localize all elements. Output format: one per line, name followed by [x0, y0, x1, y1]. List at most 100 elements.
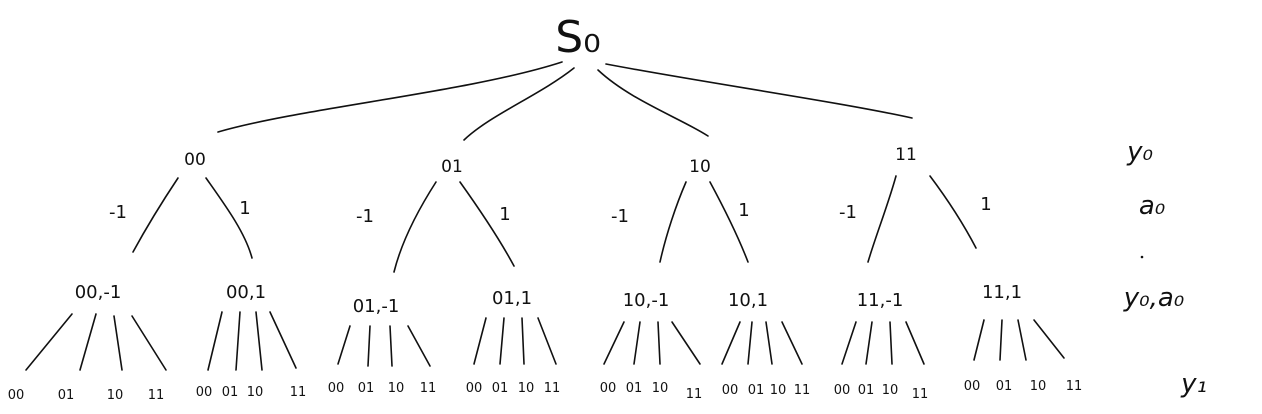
level2-node-01-pos: 01,1	[492, 288, 532, 309]
edge-00-right	[205, 177, 253, 259]
leaf-edge	[25, 313, 73, 371]
leaf-label: 00	[466, 381, 483, 396]
leaf-edge	[999, 319, 1003, 361]
leaf-edge	[367, 325, 371, 367]
leaf-label: 10	[652, 381, 669, 396]
leaf-edge	[389, 325, 393, 367]
leaf-label: 11	[420, 381, 437, 396]
leaf-label: 00	[8, 388, 25, 403]
leaf-label: 11	[544, 381, 561, 396]
leaf-edge	[235, 311, 241, 371]
leaf-edge	[269, 311, 297, 369]
leaf-edge	[841, 321, 857, 365]
level2-node-01-neg: 01,-1	[353, 296, 400, 317]
leaf-edges	[25, 311, 1065, 371]
level2-node-10-neg: 10,-1	[623, 290, 670, 311]
leaf-label: 10	[1030, 379, 1047, 394]
edge-label-01-left: -1	[356, 206, 374, 227]
leaf-edge	[671, 321, 701, 365]
leaf-label: 00	[600, 381, 617, 396]
leaf-label: 10	[107, 388, 124, 403]
leaf-edge	[407, 325, 431, 367]
edge-label-01-right: 1	[499, 204, 510, 225]
leaf-label: 01	[492, 381, 509, 396]
level2-node-10-pos: 10,1	[728, 290, 768, 311]
leaf-edge	[499, 317, 505, 365]
leaf-label: 11	[912, 387, 929, 402]
edge-11-right	[929, 175, 977, 249]
edge-10-right	[709, 181, 749, 263]
level2-nodes: 00,-1 00,1 01,-1 01,1 10,-1 10,1 11,-1 1…	[75, 282, 1022, 317]
stray-dot	[1140, 255, 1144, 259]
leaf-label: 00	[722, 383, 739, 398]
edge-01-right	[459, 181, 515, 267]
leaf-label: 00	[834, 383, 851, 398]
leaf-edge	[973, 319, 985, 361]
leaf-edge	[905, 321, 925, 365]
leaf-label: 11	[1066, 379, 1083, 394]
root-node-label: S₀	[555, 12, 601, 63]
leaf-label: 11	[794, 383, 811, 398]
leaf-label: 00	[196, 385, 213, 400]
level2-node-00-neg: 00,-1	[75, 282, 122, 303]
leaf-label: 10	[247, 385, 264, 400]
leaf-label: 01	[626, 381, 643, 396]
edge-01-left	[393, 181, 437, 273]
leaf-edge	[781, 321, 803, 365]
row-label-a0: a₀	[1139, 191, 1166, 221]
leaf-label: 10	[882, 383, 899, 398]
edge-label-10-right: 1	[738, 200, 749, 221]
row-label-y1: y₁	[1180, 369, 1207, 399]
row-label-y0: y₀	[1126, 137, 1153, 167]
leaf-label: 10	[518, 381, 535, 396]
leaf-edge	[747, 321, 753, 365]
leaf-labels: 00 01 10 11 00 01 10 11 00 01 10 11 00 0…	[8, 379, 1083, 403]
level2-node-11-neg: 11,-1	[857, 290, 904, 311]
edge-10-left	[659, 181, 687, 263]
level2-node-00-pos: 00,1	[226, 282, 266, 303]
level2-node-11-pos: 11,1	[982, 282, 1022, 303]
leaf-label: 01	[748, 383, 765, 398]
leaf-label: 01	[858, 383, 875, 398]
edge-00-left	[132, 177, 179, 253]
leaf-label: 01	[222, 385, 239, 400]
leaf-edge	[721, 321, 741, 365]
leaf-edge	[1017, 319, 1027, 361]
level1-node-00: 00	[184, 150, 206, 170]
edge-label-10-left: -1	[611, 206, 629, 227]
edge-label-00-left: -1	[109, 202, 127, 223]
leaf-edge	[1033, 319, 1065, 359]
leaf-label: 00	[328, 381, 345, 396]
leaf-edge	[255, 311, 263, 371]
edge-label-11-left: -1	[839, 202, 857, 223]
row-label-y0-a0: y₀,a₀	[1123, 283, 1185, 313]
leaf-edge	[131, 315, 167, 371]
leaf-edge	[521, 317, 525, 365]
edge-root-00	[217, 61, 563, 133]
level1-node-01: 01	[441, 157, 463, 177]
root-edges	[217, 61, 913, 141]
edge-root-01	[463, 67, 575, 141]
level1-edges	[132, 175, 977, 273]
leaf-edge	[633, 321, 641, 365]
leaf-edge	[889, 321, 893, 365]
leaf-edge	[337, 325, 351, 365]
level1-node-11: 11	[895, 145, 917, 165]
leaf-label: 11	[686, 387, 703, 402]
leaf-label: 00	[964, 379, 981, 394]
leaf-edge	[207, 311, 223, 371]
leaf-label: 10	[388, 381, 405, 396]
leaf-edge	[765, 321, 773, 365]
level1-node-10: 10	[689, 157, 711, 177]
row-labels: y₀ a₀ y₀,a₀ y₁	[1123, 137, 1207, 399]
edge-root-10	[597, 69, 709, 137]
leaf-label: 11	[148, 388, 165, 403]
leaf-edge	[473, 317, 487, 365]
leaf-edge	[603, 321, 625, 365]
leaf-edge	[657, 321, 661, 365]
leaf-label: 10	[770, 383, 787, 398]
leaf-edge	[113, 315, 123, 371]
edge-label-00-right: 1	[239, 198, 250, 219]
level1-nodes: 00 01 10 11	[184, 145, 917, 177]
